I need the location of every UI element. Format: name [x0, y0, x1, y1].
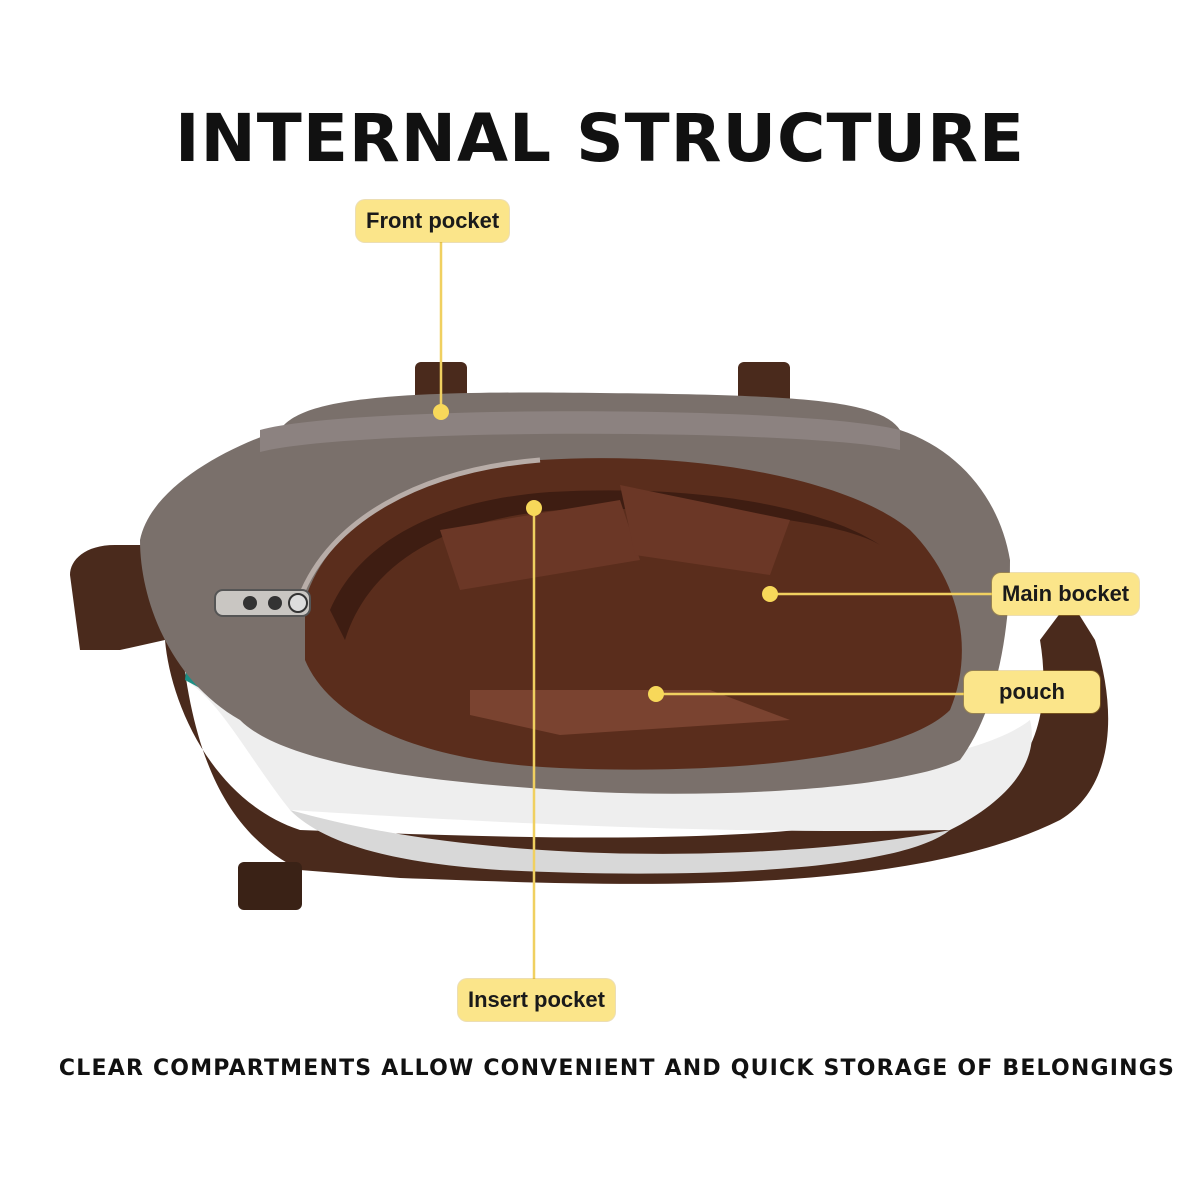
label-main-pocket: Main bocket [992, 573, 1140, 615]
label-front-pocket: Front pocket [356, 200, 510, 242]
label-insert-pocket: Insert pocket [458, 979, 615, 1021]
strap-buckle [238, 862, 302, 910]
caption-text: CLEAR COMPARTMENTS ALLOW CONVENIENT AND … [58, 1056, 1176, 1081]
zipper-pull [214, 589, 311, 617]
pouch-flap [470, 690, 790, 735]
zipper-track [297, 457, 541, 599]
page-title: INTERNAL STRUCTURE [175, 100, 1025, 177]
white-panel [185, 680, 1032, 831]
leader-lines [439, 242, 992, 979]
label-pouch: pouch [964, 671, 1100, 713]
anchor-dots [433, 404, 778, 702]
